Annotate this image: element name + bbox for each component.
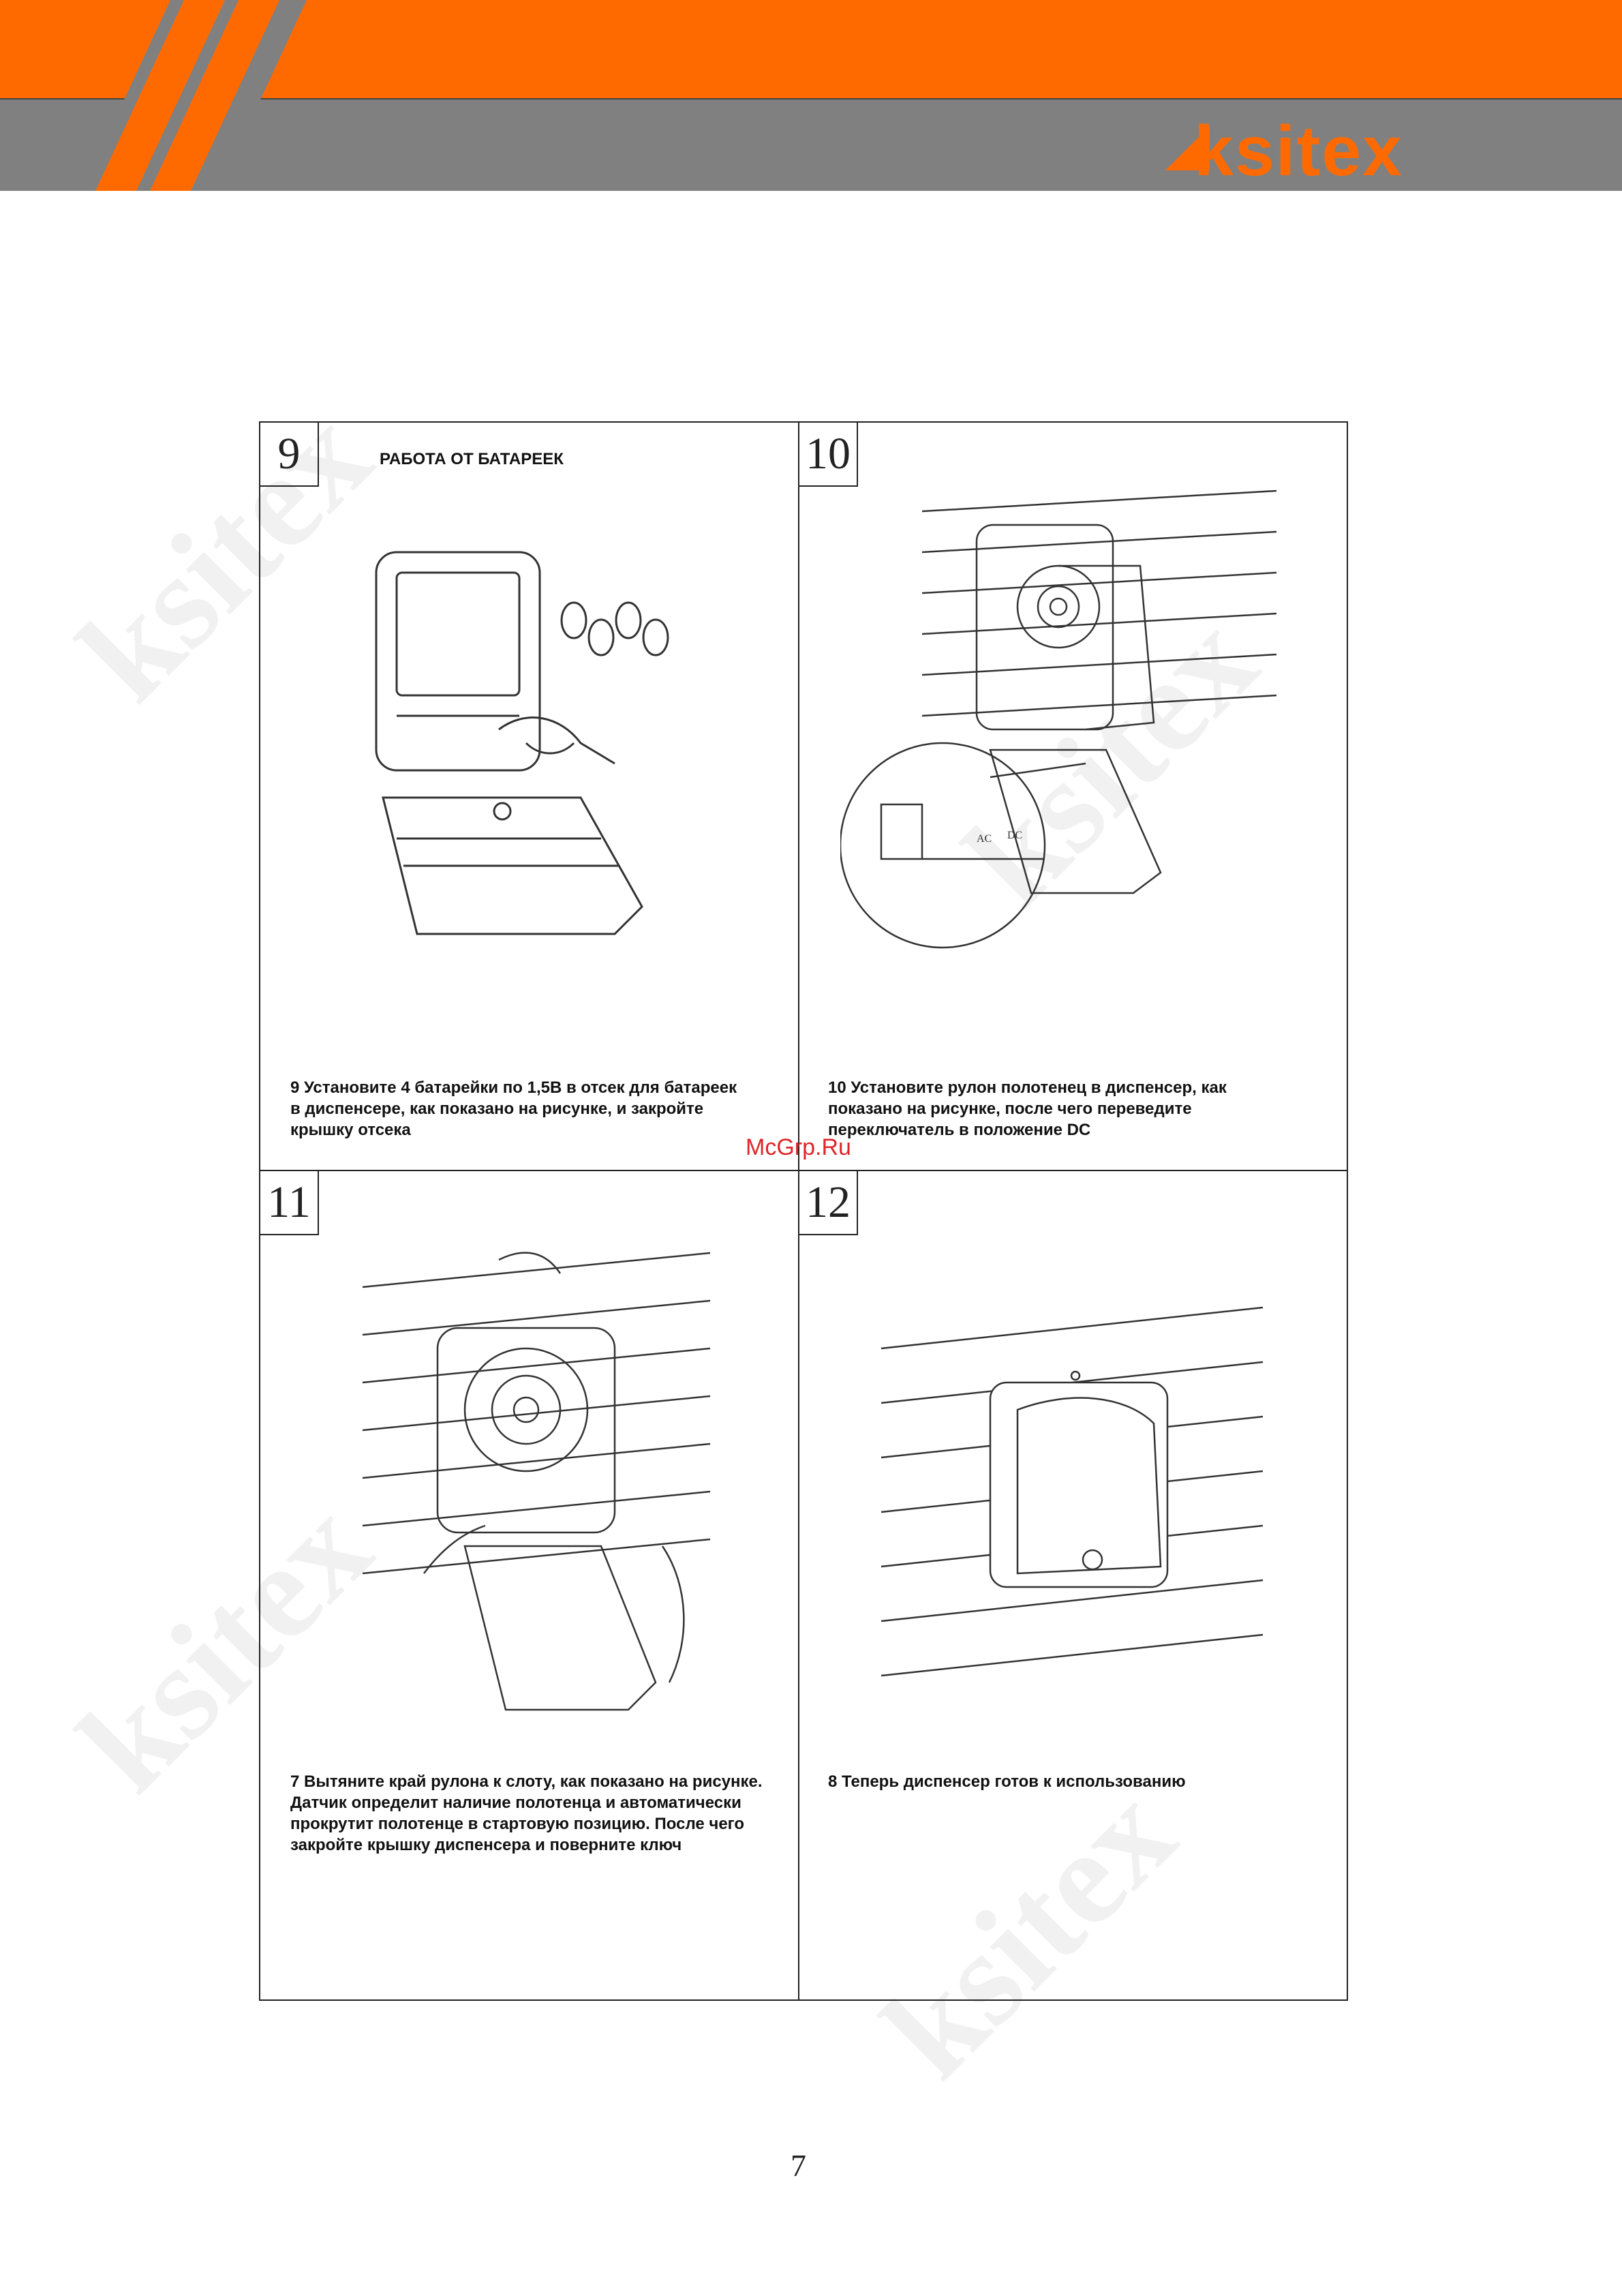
step-number: 9 (260, 423, 319, 487)
page-header: ksitex (0, 0, 1622, 191)
divider-horizontal (260, 1170, 1347, 1171)
caption-line: в диспенсере, как показано на рисунке, и… (290, 1100, 704, 1118)
step-heading: РАБОТА ОТ БАТАРЕЕК (380, 450, 564, 468)
step-caption: 10 Установите рулон полотенец в диспенсе… (828, 1077, 1227, 1141)
caption-line: показано на рисунке, после чего переведи… (828, 1100, 1192, 1118)
caption-line: 10 Установите рулон полотенец в диспенсе… (828, 1078, 1227, 1097)
steps-grid: 9 РАБОТА ОТ БАТАРЕЕК 9 Установите 4 бата… (259, 421, 1348, 2001)
caption-line: 9 Установите 4 батарейки по 1,5В в отсек… (290, 1078, 737, 1097)
caption-line: закройте крышку диспенсера и поверните к… (290, 1836, 682, 1854)
step-number: 12 (799, 1171, 858, 1235)
step-caption: 8 Теперь диспенсер готов к использованию (828, 1771, 1186, 1792)
page-number: 7 (791, 2148, 806, 2183)
ready-dispenser-illustration (881, 1306, 1264, 1677)
divider-vertical (798, 423, 799, 1999)
step-10-panel: 10 AC DC (799, 423, 1347, 1170)
switch-label-ac: AC (977, 833, 992, 845)
step-number: 10 (799, 423, 858, 487)
step-11-panel: 11 7 Вытяните край рулона к сл (260, 1171, 798, 1999)
pull-towel-illustration (362, 1252, 711, 1711)
step-caption: 9 Установите 4 батарейки по 1,5В в отсек… (290, 1077, 737, 1141)
caption-line: прокрутит полотенце в стартовую позицию.… (290, 1815, 745, 1833)
site-watermark: McGrp.Ru (746, 1134, 851, 1160)
caption-line: переключатель в положение DC (828, 1121, 1091, 1139)
caption-line: 7 Вытяните край рулона к слоту, как пока… (290, 1772, 763, 1791)
brand-logo: ksitex (1194, 112, 1403, 191)
step-9-panel: 9 РАБОТА ОТ БАТАРЕЕК 9 Установите 4 бата… (260, 423, 798, 1170)
step-caption: 7 Вытяните край рулона к слоту, как пока… (290, 1771, 763, 1856)
caption-line: Датчик определит наличие полотенца и авт… (290, 1794, 741, 1812)
caption-line: крышку отсека (290, 1121, 411, 1139)
battery-install-illustration (375, 551, 669, 935)
step-number: 11 (260, 1171, 319, 1235)
switch-label-dc: DC (1007, 830, 1022, 841)
step-12-panel: 12 8 Теперь диспенсер готов к использова… (799, 1171, 1347, 1999)
header-bands (0, 0, 1622, 191)
roll-install-illustration: AC DC (840, 489, 1277, 949)
caption-line: 8 Теперь диспенсер готов к использованию (828, 1772, 1186, 1791)
